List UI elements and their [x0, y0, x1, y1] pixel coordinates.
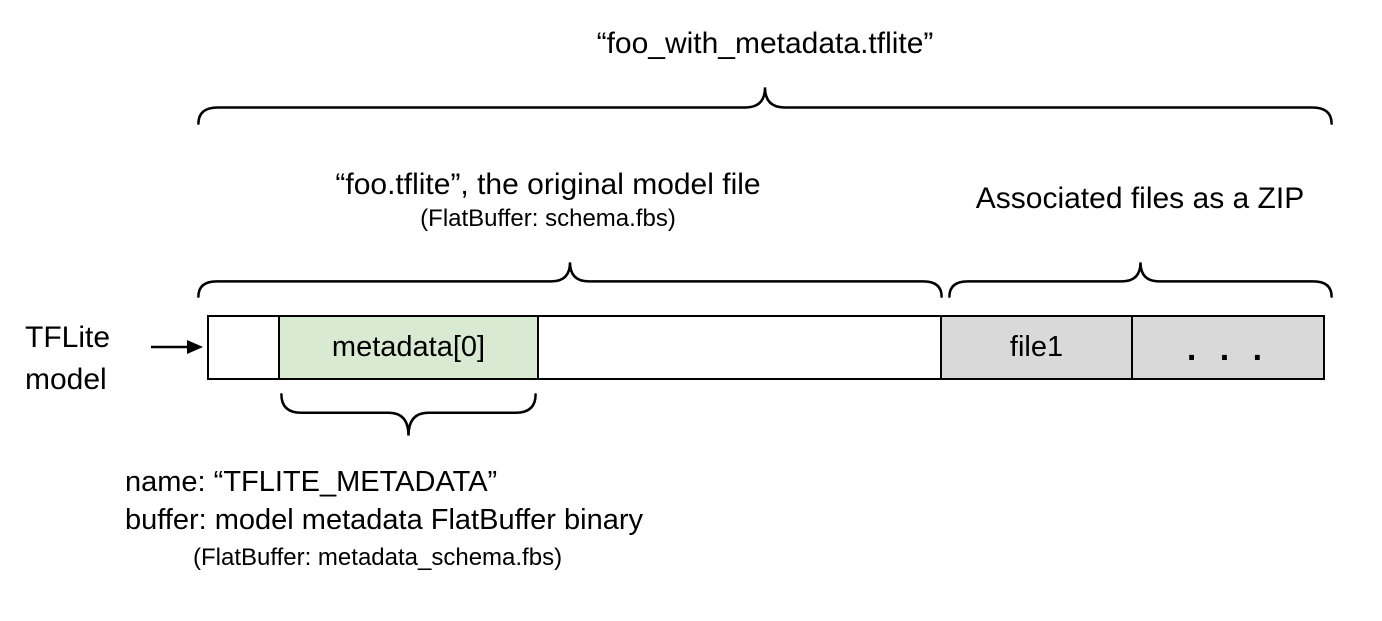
zip-section-heading: Associated files as a ZIP	[975, 182, 1305, 215]
arrow-icon	[150, 338, 204, 356]
tflite-model-label-line2: model	[25, 363, 107, 396]
metadata-brace	[280, 393, 537, 437]
zip-files-brace	[948, 261, 1333, 298]
segment-more-files: . . .	[1131, 317, 1323, 378]
metadata-annotation-buffer: buffer: model metadata FlatBuffer binary	[125, 504, 643, 536]
whole-file-brace	[197, 86, 1333, 125]
segment-model-header	[209, 317, 278, 378]
segment-file1-label: file1	[1009, 331, 1064, 363]
model-section-heading-line2: (FlatBuffer: schema.fbs)	[420, 205, 676, 232]
tflite-model-label: TFLite model	[25, 317, 110, 401]
model-bar: metadata[0] file1 . . .	[207, 315, 1325, 380]
metadata-annotation: name: “TFLITE_METADATA” buffer: model me…	[125, 463, 643, 577]
segment-more-files-label: . . .	[1186, 330, 1270, 368]
segment-file1: file1	[940, 317, 1131, 378]
segment-metadata-label: metadata[0]	[331, 331, 486, 363]
metadata-annotation-schema: (FlatBuffer: metadata_schema.fbs)	[193, 544, 563, 571]
segment-model-body	[537, 317, 940, 378]
diagram-title: “foo_with_metadata.tflite”	[596, 27, 934, 60]
model-section-heading: “foo.tflite”, the original model file (F…	[178, 166, 918, 234]
tflite-model-label-line1: TFLite	[25, 321, 111, 354]
segment-metadata: metadata[0]	[278, 317, 537, 378]
metadata-annotation-name: name: “TFLITE_METADATA”	[125, 466, 498, 498]
model-file-brace	[197, 261, 943, 298]
model-section-heading-line1: “foo.tflite”, the original model file	[335, 168, 761, 201]
